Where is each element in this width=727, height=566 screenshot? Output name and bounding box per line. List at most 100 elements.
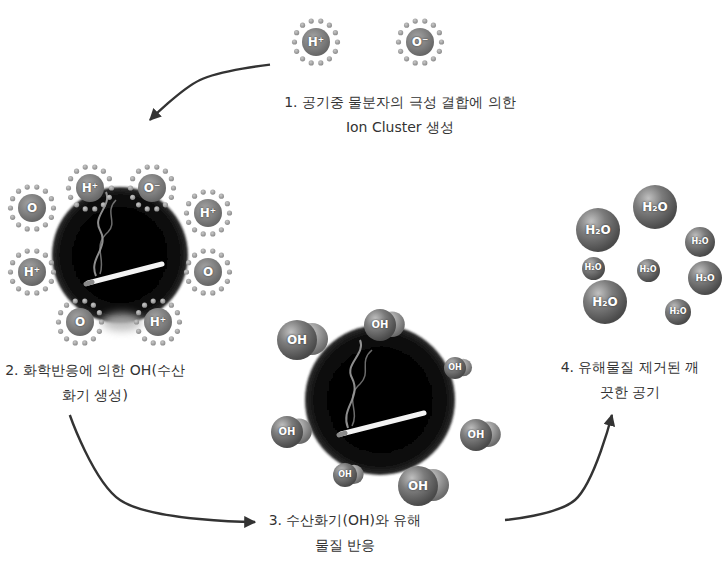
ion-dot — [294, 49, 299, 54]
ion-dot — [136, 169, 141, 174]
ion-dot — [413, 18, 418, 23]
ion-dot — [130, 176, 135, 181]
ion-dot — [398, 49, 403, 54]
stage-group: 4. 유해물질 제거된 깨끗한 공기H₂OH₂OH₂OH₂OH₂OH₂OH₂OH… — [555, 180, 725, 415]
ion-dot — [25, 248, 30, 253]
ion-dot — [177, 319, 182, 324]
ion-dot — [398, 30, 403, 35]
hydroxyl-radical: OH — [398, 466, 438, 506]
ion-dot — [10, 215, 15, 220]
oxygen-sphere — [398, 466, 438, 506]
molecule-label: H⁺ — [200, 207, 216, 219]
caption-holder: 3. 수산화기(OH)와 유해물질 반응 — [265, 508, 425, 558]
molecule-label: OH — [279, 427, 296, 437]
oxygen-sphere — [271, 416, 303, 448]
ion-dot — [49, 260, 54, 265]
ion-cluster: H⁺ — [183, 188, 233, 238]
ion-dot — [91, 303, 96, 308]
water-sphere — [637, 259, 660, 282]
ion-dot — [163, 169, 168, 174]
ion-dot — [49, 215, 54, 220]
ion-core — [18, 194, 46, 222]
ion-dot — [422, 18, 427, 23]
ion-dot — [130, 195, 135, 200]
ion-dot — [210, 248, 215, 253]
stage-caption: 1. 공기중 물분자의 극성 결합에 의한 Ion Cluster 생성 — [275, 90, 525, 140]
ion-cluster: O⁻ — [395, 17, 445, 67]
blurred-cluster — [102, 313, 142, 331]
ion-dot — [43, 189, 48, 194]
ion-dot — [82, 340, 87, 345]
ion-dot — [171, 185, 176, 190]
ion-dot — [16, 253, 21, 258]
ion-dot — [136, 202, 141, 207]
molecule-label: H₂O — [592, 296, 618, 308]
ion-dot — [422, 60, 427, 65]
ion-dot — [184, 210, 189, 215]
ion-cluster: H⁺ — [7, 247, 57, 297]
ion-dot — [431, 23, 436, 28]
ion-cluster: O — [55, 297, 105, 347]
molecule-label: H₂O — [585, 224, 611, 236]
hydroxyl-radical: OH — [333, 463, 357, 487]
ion-dot — [107, 195, 112, 200]
ion-dot — [225, 279, 230, 284]
ion-dot — [163, 202, 168, 207]
ion-dot — [300, 56, 305, 61]
ion-dot — [97, 329, 102, 334]
ion-dot — [219, 227, 224, 232]
oxygen-sphere — [277, 320, 317, 360]
ion-dot — [43, 253, 48, 258]
ion-dot — [327, 56, 332, 61]
ion-core — [194, 199, 222, 227]
ion-dot — [25, 184, 30, 189]
ion-cluster: H⁺ — [291, 17, 341, 67]
ion-core — [302, 28, 330, 56]
ion-dot — [292, 39, 297, 44]
molecule-label: H₂O — [640, 266, 657, 274]
ion-dot — [56, 319, 61, 324]
hydroxyl-radical: OH — [460, 419, 492, 451]
ion-dot — [34, 184, 39, 189]
smoke-wisp — [100, 200, 116, 274]
ion-dot — [318, 18, 323, 23]
ion-dot — [294, 30, 299, 35]
water-sphere — [576, 208, 620, 252]
ion-dot — [10, 279, 15, 284]
ion-dot — [73, 298, 78, 303]
ion-core — [66, 308, 94, 336]
ion-dot — [64, 336, 69, 341]
pollutant-sphere — [52, 187, 188, 323]
ion-dot — [431, 56, 436, 61]
ion-dot — [43, 286, 48, 291]
ion-dot — [210, 290, 215, 295]
ion-dot — [51, 269, 56, 274]
water-sphere — [582, 257, 605, 280]
water-molecule: H₂O — [582, 257, 605, 280]
ion-dot — [16, 222, 21, 227]
molecule-label: H₂O — [695, 274, 714, 283]
ion-dot — [219, 194, 224, 199]
smoke-scene — [52, 187, 188, 331]
ion-dot — [82, 298, 87, 303]
molecule-label: OH — [408, 480, 428, 492]
ion-dot — [227, 269, 232, 274]
ion-dot — [335, 39, 340, 44]
ion-dot — [74, 202, 79, 207]
ion-dot — [10, 260, 15, 265]
ion-dot — [145, 206, 150, 211]
ion-dot — [101, 202, 106, 207]
water-molecule: H₂O — [688, 261, 722, 295]
ion-dot — [151, 340, 156, 345]
ion-dot — [97, 310, 102, 315]
ion-dot — [10, 196, 15, 201]
ion-dot — [175, 310, 180, 315]
ion-dot — [34, 226, 39, 231]
process-arrow — [150, 65, 270, 120]
oxygen-sphere — [460, 419, 492, 451]
pollutant-sphere — [305, 325, 455, 475]
ion-dot — [192, 194, 197, 199]
ion-dot — [73, 340, 78, 345]
ion-dot — [225, 201, 230, 206]
